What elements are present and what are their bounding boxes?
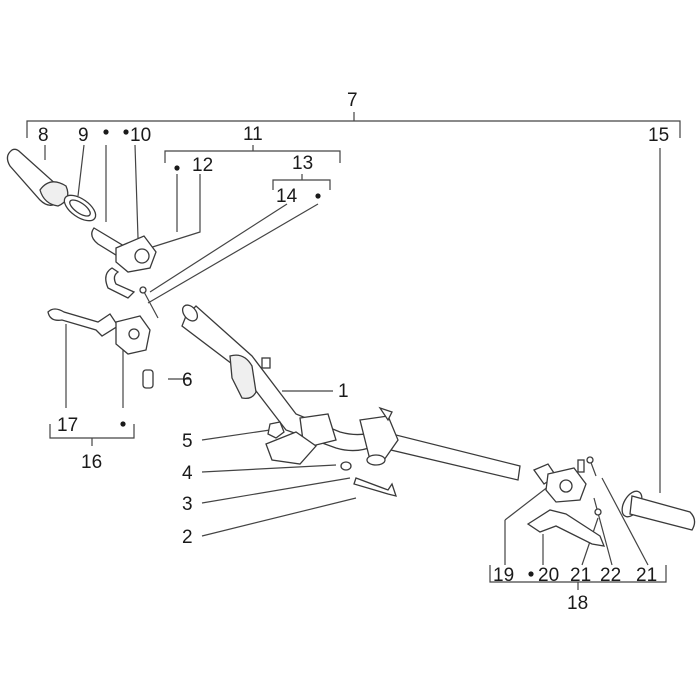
callout-4: 4 [182, 463, 193, 484]
callout-22: 22 [600, 565, 621, 586]
callout-6: 6 [182, 370, 193, 391]
bolt [353, 477, 397, 497]
callout-20: 20 [538, 565, 559, 586]
callout-8: 8 [38, 125, 49, 146]
callout-16: 16 [81, 452, 102, 473]
callout-17: 17 [57, 415, 78, 436]
callout-14: 14 [276, 186, 298, 207]
bracket-group-7 [26, 112, 681, 138]
callout-10: 10 [130, 125, 151, 146]
callout-9: 9 [78, 125, 89, 146]
bracket-group-11 [164, 145, 341, 163]
bracket-group-18 [489, 565, 667, 590]
callout-labels: 7 8 9 10 11 12 13 14 15 1 6 5 4 3 2 17 1… [38, 90, 669, 614]
callout-18: 18 [567, 593, 588, 614]
pin [142, 369, 154, 389]
callout-2: 2 [182, 527, 193, 548]
left-lever-holder [115, 315, 151, 355]
callout-21a: 21 [570, 565, 591, 586]
callout-7: 7 [347, 90, 358, 111]
bracket-group-13 [272, 174, 331, 190]
right-master-cylinder [545, 459, 587, 503]
right-grip [621, 490, 696, 531]
callout-12: 12 [192, 155, 213, 176]
callout-1: 1 [338, 381, 349, 402]
right-brake-lever [526, 509, 606, 547]
callout-15: 15 [648, 125, 669, 146]
throttle-body [115, 235, 157, 273]
callout-5: 5 [182, 431, 193, 452]
handlebar-tube [181, 304, 521, 481]
bracket-group-16 [49, 424, 135, 446]
tube-clamp [265, 431, 317, 465]
callout-21b: 21 [636, 565, 657, 586]
small-screws [586, 456, 602, 516]
left-brake-lever [47, 308, 119, 337]
throttle-cable [105, 267, 136, 299]
callout-19: 19 [493, 565, 514, 586]
callout-11: 11 [243, 124, 263, 145]
washers [340, 461, 352, 471]
left-grip [6, 148, 69, 207]
callout-13: 13 [292, 153, 313, 174]
leader-lines [44, 144, 661, 566]
nut [267, 421, 285, 439]
washer [63, 194, 97, 222]
callout-3: 3 [182, 494, 193, 515]
reference-markers [103, 129, 534, 577]
screw [139, 286, 159, 319]
